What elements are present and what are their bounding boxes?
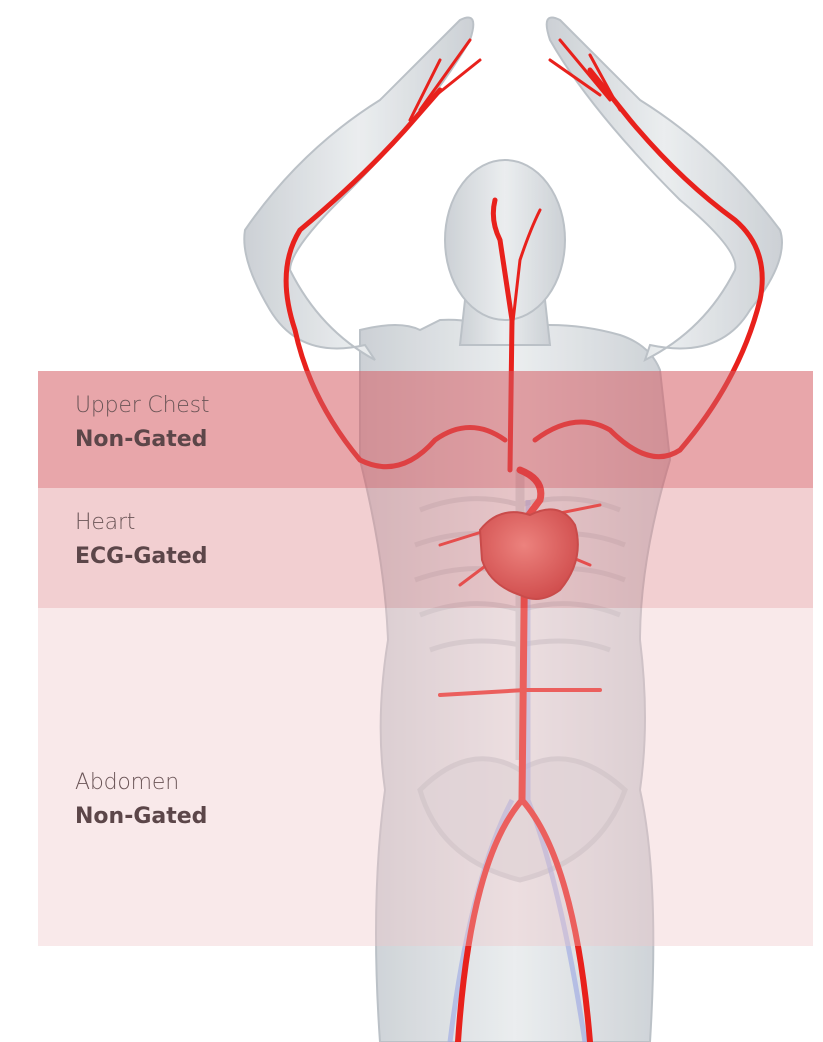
region-label-upper-chest: Upper Chest Non-Gated <box>75 393 209 452</box>
region-label-heart: Heart ECG-Gated <box>75 510 207 569</box>
region-gating: Non-Gated <box>75 804 207 829</box>
region-name: Abdomen <box>75 770 207 795</box>
region-label-abdomen: Abdomen Non-Gated <box>75 770 207 829</box>
region-name: Upper Chest <box>75 393 209 418</box>
region-name: Heart <box>75 510 207 535</box>
region-gating: Non-Gated <box>75 427 209 452</box>
region-gating: ECG-Gated <box>75 544 207 569</box>
